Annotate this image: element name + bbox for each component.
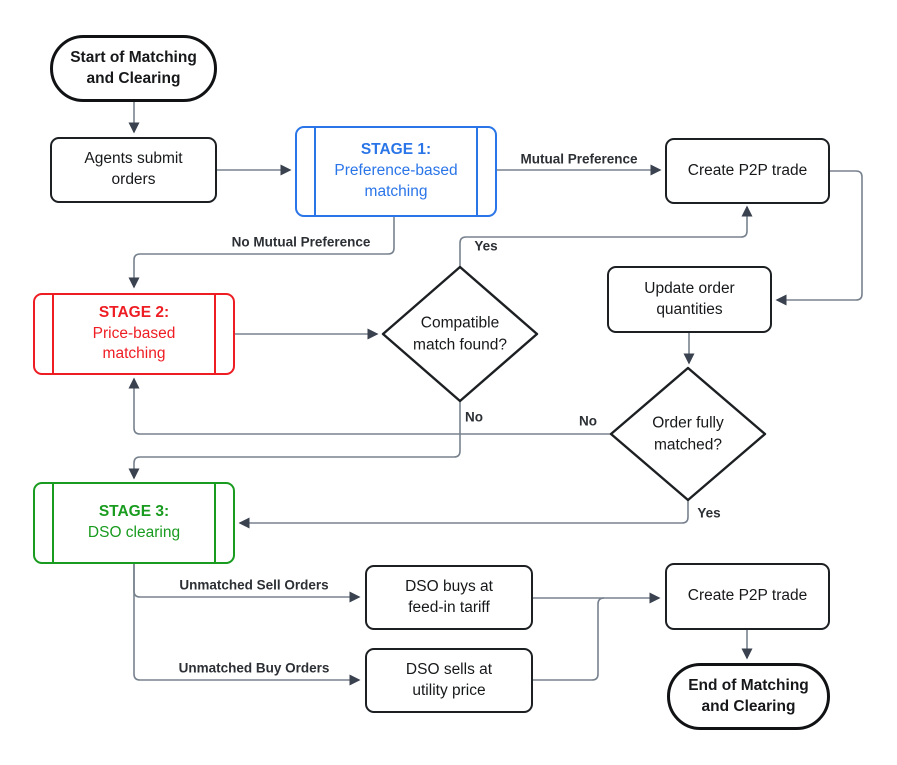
dso-buys-box: DSO buys at feed-in tariff xyxy=(365,565,533,630)
start-terminal: Start of Matching and Clearing xyxy=(50,35,217,102)
agents-label: Agents submit orders xyxy=(84,150,183,188)
edge-order-fully-yes-to-stage3 xyxy=(238,500,689,529)
dso-sells-label: DSO sells at utility price xyxy=(405,660,493,699)
stage1-label: Preference-based matching xyxy=(334,162,458,200)
compatible-match-label: Compatible match found? xyxy=(413,314,507,353)
edge-label-no-mutual-preference: No Mutual Preference xyxy=(231,234,371,250)
update-order-quantities-box: Update order quantities xyxy=(607,266,772,333)
end-terminal: End of Matching and Clearing xyxy=(667,663,830,730)
edge-order-fully-no-to-stage2 xyxy=(128,377,611,435)
edge-create-p2p-top-to-update xyxy=(775,170,863,306)
create-p2p-trade-top-label: Create P2P trade xyxy=(687,161,808,179)
stage1-title: STAGE 1: xyxy=(360,141,432,159)
dso-sells-box: DSO sells at utility price xyxy=(365,648,533,713)
stage3-inner-bar-right xyxy=(213,483,216,563)
edge-stage1-to-stage2 xyxy=(128,217,395,289)
edge-label-no-order-fully: No xyxy=(579,413,597,429)
agents-submit-orders-box: Agents submit orders xyxy=(50,137,217,203)
stage1-box: STAGE 1: Preference-based matching xyxy=(295,126,497,217)
stage3-box: STAGE 3: DSO clearing xyxy=(33,482,235,564)
end-label: End of Matching and Clearing xyxy=(688,676,809,715)
stage2-inner-bar-right xyxy=(213,294,216,374)
edge-compatible-no-to-stage3 xyxy=(128,401,461,480)
edge-label-yes-compatible: Yes xyxy=(474,238,498,254)
stage1-inner-bar-right xyxy=(475,127,478,216)
decision-compatible-match xyxy=(381,265,539,403)
edge-label-mutual-preference: Mutual Preference xyxy=(520,151,638,167)
stage2-inner-bar-left xyxy=(52,294,55,374)
dso-buys-label: DSO buys at feed-in tariff xyxy=(405,577,493,616)
edge-dso-sells-merge xyxy=(533,597,605,681)
edge-stage3-to-dso-sells xyxy=(133,564,361,686)
stage3-label: DSO clearing xyxy=(87,524,181,541)
create-p2p-trade-top-box: Create P2P trade xyxy=(665,138,830,204)
stage3-inner-bar-left xyxy=(52,483,55,563)
start-label: Start of Matching and Clearing xyxy=(70,48,197,87)
stage2-label: Price-based matching xyxy=(92,324,176,363)
edge-label-unmatched-buy-orders: Unmatched Buy Orders xyxy=(178,660,330,676)
edge-label-yes-order-fully: Yes xyxy=(697,505,721,521)
stage1-inner-bar-left xyxy=(314,127,317,216)
order-fully-matched-label: Order fully matched? xyxy=(652,414,724,453)
stage2-title: STAGE 2: xyxy=(98,303,170,321)
edge-compatible-yes-to-create-p2p-top xyxy=(459,205,753,267)
stage3-title: STAGE 3: xyxy=(98,503,170,521)
update-order-quantities-label: Update order quantities xyxy=(644,279,735,318)
decision-order-fully-matched xyxy=(609,366,767,502)
create-p2p-trade-bottom-label: Create P2P trade xyxy=(687,587,808,605)
edge-label-no-compatible: No xyxy=(465,409,483,425)
edge-label-unmatched-sell-orders: Unmatched Sell Orders xyxy=(179,577,329,593)
stage2-box: STAGE 2: Price-based matching xyxy=(33,293,235,375)
create-p2p-trade-bottom-box: Create P2P trade xyxy=(665,563,830,630)
